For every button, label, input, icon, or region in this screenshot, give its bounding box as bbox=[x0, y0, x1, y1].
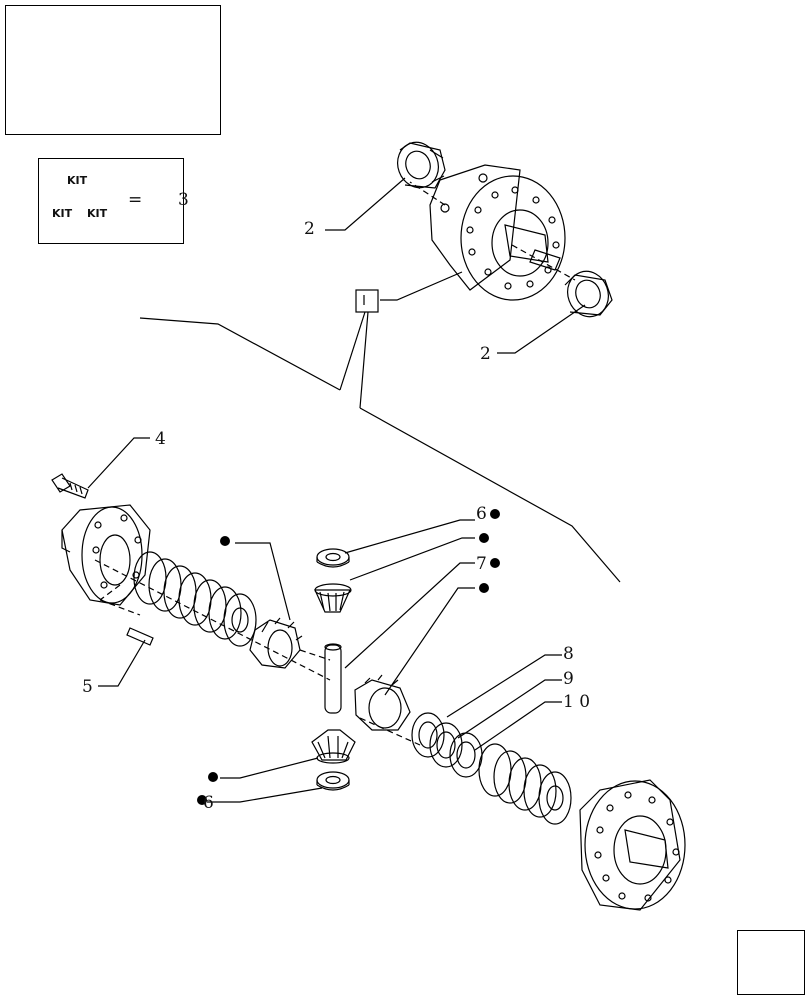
callout-5: 5 bbox=[82, 677, 93, 697]
kit-marker-dots bbox=[126, 195, 500, 805]
kit-cube-text-right: KIT bbox=[87, 207, 108, 220]
side-gear-right bbox=[354, 674, 411, 731]
pinion-gear-top bbox=[314, 583, 352, 613]
pin bbox=[126, 627, 154, 646]
thrust-washer-top bbox=[316, 548, 350, 568]
callout-2-top: 2 bbox=[304, 219, 315, 239]
callout-6-bottom: 6 bbox=[203, 793, 214, 813]
kit-marker-dot-icon bbox=[220, 536, 230, 546]
callout-6-top: 6 bbox=[476, 504, 487, 524]
kit-marker-dot-icon bbox=[490, 558, 500, 568]
bearing-bottom bbox=[564, 270, 613, 318]
kit-marker-dot-icon bbox=[479, 533, 489, 543]
differential-housing-left bbox=[61, 504, 151, 606]
kit-marker-dot-icon bbox=[479, 583, 489, 593]
clutch-pack-right bbox=[478, 743, 572, 825]
clutch-pack-left bbox=[133, 551, 257, 647]
kit-marker-dot-icon bbox=[490, 509, 500, 519]
cross-shaft bbox=[324, 643, 342, 714]
kit-cube-text-left: KIT bbox=[52, 207, 73, 220]
kit-marker-dot-icon bbox=[208, 772, 218, 782]
next-page-button[interactable] bbox=[737, 930, 805, 995]
side-gear-left bbox=[249, 617, 303, 669]
callout-10: 1 0 bbox=[563, 692, 591, 712]
kit-legend-equals: = bbox=[128, 190, 143, 210]
kit-legend-ref: 3 bbox=[178, 190, 189, 210]
kit-legend bbox=[38, 158, 184, 244]
callout-8: 8 bbox=[563, 644, 574, 664]
callout-9: 9 bbox=[563, 669, 574, 689]
differential-housing-assembled bbox=[429, 164, 566, 301]
kit-marker-dot-icon bbox=[197, 795, 207, 805]
leader-lines bbox=[87, 177, 621, 803]
bolt bbox=[51, 473, 89, 499]
bearing-top bbox=[397, 141, 446, 189]
callout-4: 4 bbox=[155, 429, 166, 449]
differential-housing-right bbox=[579, 779, 686, 911]
callout-7: 7 bbox=[476, 554, 487, 574]
kit-cube-text-top: KIT bbox=[67, 174, 88, 187]
friction-discs bbox=[411, 712, 483, 778]
axle-thumbnail bbox=[5, 5, 221, 135]
kit-reference-box bbox=[355, 289, 379, 313]
thrust-washer-bottom bbox=[316, 771, 350, 791]
callout-2-bottom: 2 bbox=[480, 344, 491, 364]
pinion-gear-bottom bbox=[311, 729, 356, 764]
